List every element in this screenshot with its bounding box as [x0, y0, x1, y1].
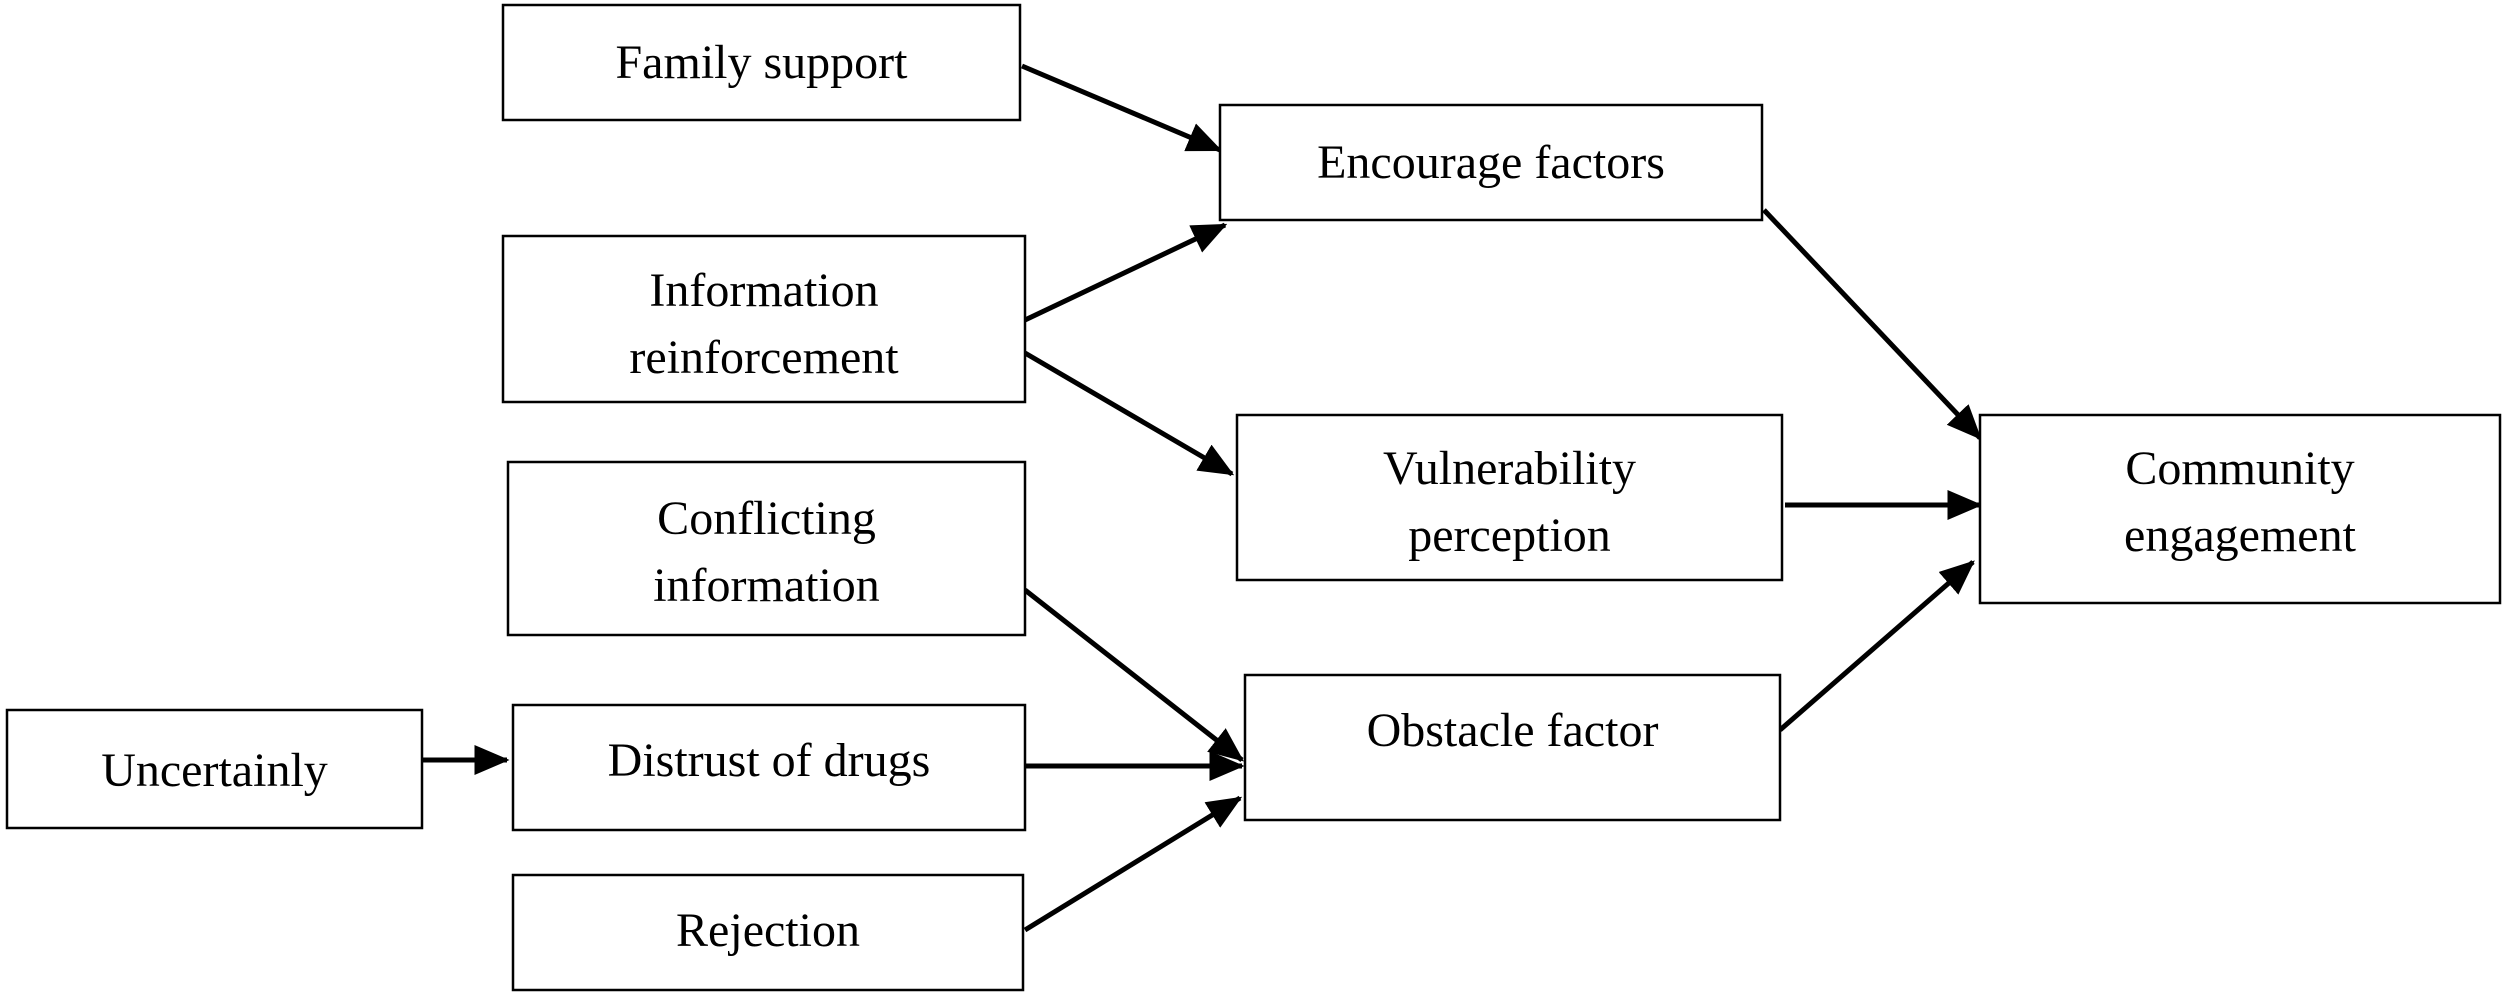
- node-conflicting-information: Conflicting information: [506, 460, 1027, 637]
- arrow-encourage-factors-to-community-engagement: [1762, 208, 1982, 440]
- arrow-conflicting-information-to-obstacle-factor: [1023, 588, 1244, 762]
- node-label-line: information: [653, 559, 880, 612]
- node-box-family-support: [501, 3, 1022, 122]
- arrow-family-support-to-encourage-factors: [1021, 63, 1223, 153]
- node-label-line: Uncertainly: [101, 744, 328, 797]
- node-label-line: Community: [2125, 442, 2354, 495]
- node-box-conflicting-information: [506, 460, 1027, 637]
- node-encourage-factors: Encourage factors: [1218, 103, 1764, 222]
- arrow-obstacle-factor-to-community-engagement: [1778, 560, 1975, 732]
- node-label-rejection: Rejection: [676, 904, 860, 957]
- node-label-line: perception: [1408, 509, 1611, 562]
- node-box-information-reinforcement: [501, 234, 1027, 404]
- node-label-line: Encourage factors: [1317, 136, 1665, 189]
- node-label-line: Obstacle factor: [1367, 704, 1659, 757]
- node-label-line: reinforcement: [629, 331, 899, 384]
- edges-layer: [422, 63, 1983, 933]
- node-box-uncertainly: [5, 708, 424, 830]
- node-label-encourage-factors: Encourage factors: [1317, 136, 1665, 189]
- node-obstacle-factor: Obstacle factor: [1243, 673, 1782, 822]
- arrow-information-reinforcement-to-vulnerability-perception: [1023, 350, 1235, 477]
- node-label-obstacle-factor: Obstacle factor: [1367, 704, 1659, 757]
- node-label-uncertainly: Uncertainly: [101, 744, 328, 797]
- node-label-line: Distrust of drugs: [608, 734, 931, 787]
- node-label-vulnerability-perception: Vulnerability perception: [1383, 442, 1636, 562]
- node-uncertainly: Uncertainly: [5, 708, 424, 830]
- node-label-conflicting-information: Conflicting information: [653, 492, 880, 612]
- node-label-line: Vulnerability: [1383, 442, 1636, 495]
- node-label-community-engagement: Community engagement: [2124, 442, 2357, 562]
- node-community-engagement: Community engagement: [1978, 413, 2502, 605]
- arrow-information-reinforcement-to-encourage-factors: [1023, 222, 1228, 323]
- node-box-obstacle-factor: [1243, 673, 1782, 822]
- node-information-reinforcement: Information reinforcement: [501, 234, 1027, 404]
- node-label-distrust-of-drugs: Distrust of drugs: [608, 734, 931, 787]
- node-family-support: Family support: [501, 3, 1022, 122]
- node-label-line: Information: [649, 264, 878, 317]
- node-rejection: Rejection: [511, 873, 1025, 992]
- node-box-community-engagement: [1978, 413, 2502, 605]
- arrow-rejection-to-obstacle-factor: [1023, 795, 1243, 933]
- node-vulnerability-perception: Vulnerability perception: [1235, 413, 1784, 582]
- node-label-line: Conflicting: [657, 492, 876, 545]
- node-label-line: Family support: [615, 36, 908, 89]
- node-box-encourage-factors: [1218, 103, 1764, 222]
- node-label-family-support: Family support: [615, 36, 908, 89]
- node-box-rejection: [511, 873, 1025, 992]
- node-box-distrust-of-drugs: [511, 703, 1027, 832]
- node-label-information-reinforcement: Information reinforcement: [629, 264, 899, 384]
- node-box-vulnerability-perception: [1235, 413, 1784, 582]
- node-label-line: engagement: [2124, 509, 2357, 562]
- node-label-line: Rejection: [676, 904, 860, 957]
- node-distrust-of-drugs: Distrust of drugs: [511, 703, 1027, 832]
